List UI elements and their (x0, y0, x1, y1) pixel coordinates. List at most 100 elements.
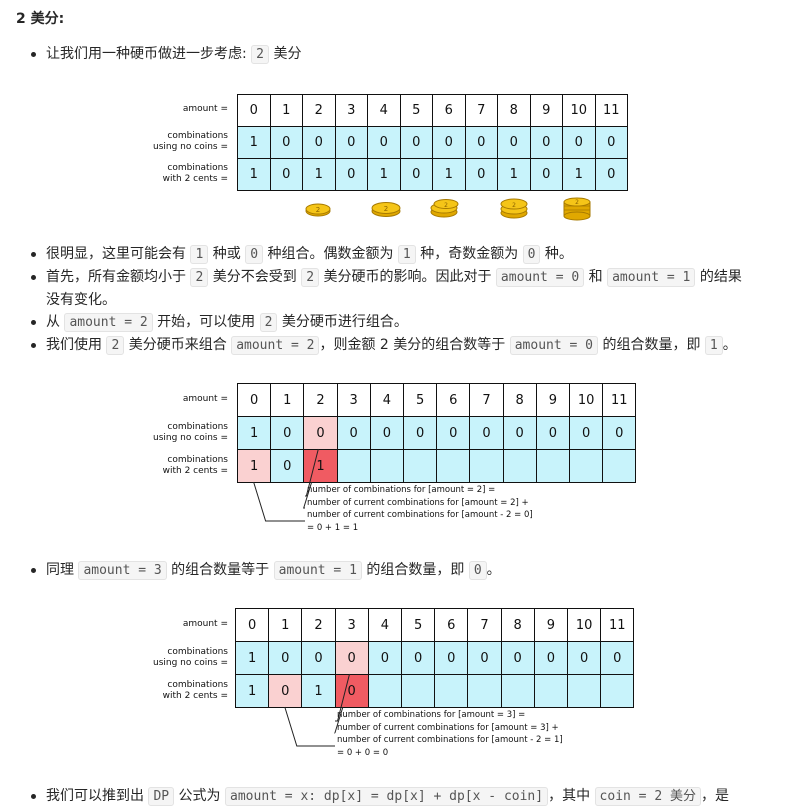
inline-code: DP (148, 787, 175, 806)
row-label-line: using no coins = (153, 142, 228, 152)
no-coins-cell: 0 (535, 416, 570, 450)
inline-code: 1 (397, 245, 416, 264)
no-coins-cell: 0 (369, 416, 404, 450)
two-cents-cell (567, 674, 602, 708)
connector-lines (253, 448, 319, 522)
bullet-text: 很明显，这里可能会有 (46, 246, 191, 262)
row-label-line: combinations (167, 646, 228, 657)
inline-code: 2 (301, 268, 320, 287)
amount-header-cell: 11 (594, 94, 628, 127)
no-coins-cell: 0 (569, 416, 604, 450)
bullet-text: 的结果 (695, 269, 742, 285)
inline-code: amount = 1 (273, 561, 362, 580)
amount-header-cell: 5 (401, 608, 436, 642)
bullet-dot (31, 568, 36, 573)
bullet-text: 让我们用一种硬币做进一步考虑: (46, 46, 252, 62)
bullet-text: 和 (584, 269, 608, 285)
bullet-dot (31, 343, 36, 348)
amount-header-cell: 4 (369, 383, 404, 417)
bullet-text: 的组合数量，即 (598, 337, 705, 353)
two-cents-cell (569, 449, 604, 483)
inline-code: amount = 1 (607, 268, 696, 287)
coin-label: 2 (316, 206, 320, 214)
formula-note: number of combinations for [amount = 3] … (337, 710, 526, 720)
no-coins-cell: 0 (334, 126, 368, 159)
bullet-text: 种。 (540, 246, 573, 262)
no-coins-cell: 1 (237, 126, 271, 159)
two-cents-cell (434, 674, 469, 708)
amount-header-cell: 4 (367, 94, 401, 127)
bullet-dot (31, 275, 36, 280)
bullet-item-continued: 没有变化。 (46, 290, 116, 310)
no-coins-cell: 0 (529, 126, 563, 159)
amount-header-cell: 9 (529, 94, 563, 127)
amount-header-cell: 5 (403, 383, 438, 417)
amount-header-cell: 0 (237, 94, 271, 127)
bullet-text: ，则金额 2 美分的组合数等于 (319, 337, 510, 353)
coin-label: 2 (444, 202, 448, 209)
inline-code: amount = 0 (495, 268, 585, 287)
two-cents-cell (602, 449, 637, 483)
no-coins-cell: 0 (367, 641, 402, 675)
section-heading: 2 美分: (16, 11, 65, 27)
two-cents-cell: 0 (334, 158, 368, 191)
bullet-text: 公式为 (174, 788, 226, 804)
two-cents-cell: 1 (497, 158, 531, 191)
coin-illustration: 2 2 2 2 2 (305, 197, 591, 221)
row-label-amount: amount = (182, 618, 228, 629)
formula-note: = 0 + 0 = 0 (337, 747, 389, 758)
no-coins-cell: 0 (497, 126, 531, 159)
two-cents-cell: 0 (464, 158, 498, 191)
inline-code: 0 (468, 561, 487, 580)
amount-header-cell: 7 (469, 383, 504, 417)
bullet-dot (31, 320, 36, 325)
row-label-line: combinations (167, 131, 228, 141)
bullet-text: 种，奇数金额为 (415, 246, 523, 262)
amount-header-cell: 10 (562, 94, 596, 127)
bullet-item: 我们使用 2 美分硬币来组合 amount = 2，则金额 2 美分的组合数等于… (31, 335, 737, 356)
bullet-item: 首先，所有金额均小于 2 美分不会受到 2 美分硬币的影响。因此对于 amoun… (31, 267, 742, 288)
bullet-text: 的组合数量，即 (361, 562, 469, 578)
no-coins-cell: 0 (268, 641, 303, 675)
row-label-line: combinations (167, 421, 228, 432)
two-cents-cell: 1 (303, 449, 338, 483)
coin-label: 2 (384, 205, 388, 213)
two-cents-cell: 0 (268, 674, 303, 708)
coin-icon: 2 (430, 199, 459, 218)
row-label-line: using no coins = (153, 657, 228, 668)
bullet-text: 我们使用 (46, 337, 107, 353)
two-cents-cell: 1 (562, 158, 596, 191)
row-label-amount: amount = (182, 393, 228, 404)
bullet-text: 。 (486, 562, 501, 578)
two-cents-cell: 0 (269, 158, 303, 191)
coin-icon: 2 (563, 197, 591, 221)
inline-code: amount = 2 (231, 336, 320, 355)
coin-label: 2 (512, 202, 516, 209)
two-cents-cell (403, 449, 438, 483)
no-coins-cell: 0 (562, 126, 596, 159)
two-cents-cell: 0 (594, 158, 628, 191)
two-cents-cell: 1 (237, 449, 272, 483)
row-label-line: with 2 cents = (162, 690, 228, 701)
no-coins-cell: 0 (567, 641, 602, 675)
two-cents-cell (535, 449, 570, 483)
amount-header-cell: 8 (497, 94, 531, 127)
amount-header-cell: 2 (302, 94, 336, 127)
inline-code: 2 (251, 45, 269, 64)
no-coins-cell: 0 (301, 641, 336, 675)
row-label-line: combinations (167, 163, 228, 173)
inline-code: amount = 3 (78, 561, 167, 580)
inline-code: 0 (245, 245, 264, 264)
bullet-text: 我们可以推到出 (46, 788, 149, 804)
amount-header-cell: 3 (336, 383, 371, 417)
amount-header-cell: 6 (432, 94, 466, 127)
no-coins-cell: 0 (399, 126, 433, 159)
two-cents-cell (533, 674, 568, 708)
connector-self (303, 481, 313, 509)
